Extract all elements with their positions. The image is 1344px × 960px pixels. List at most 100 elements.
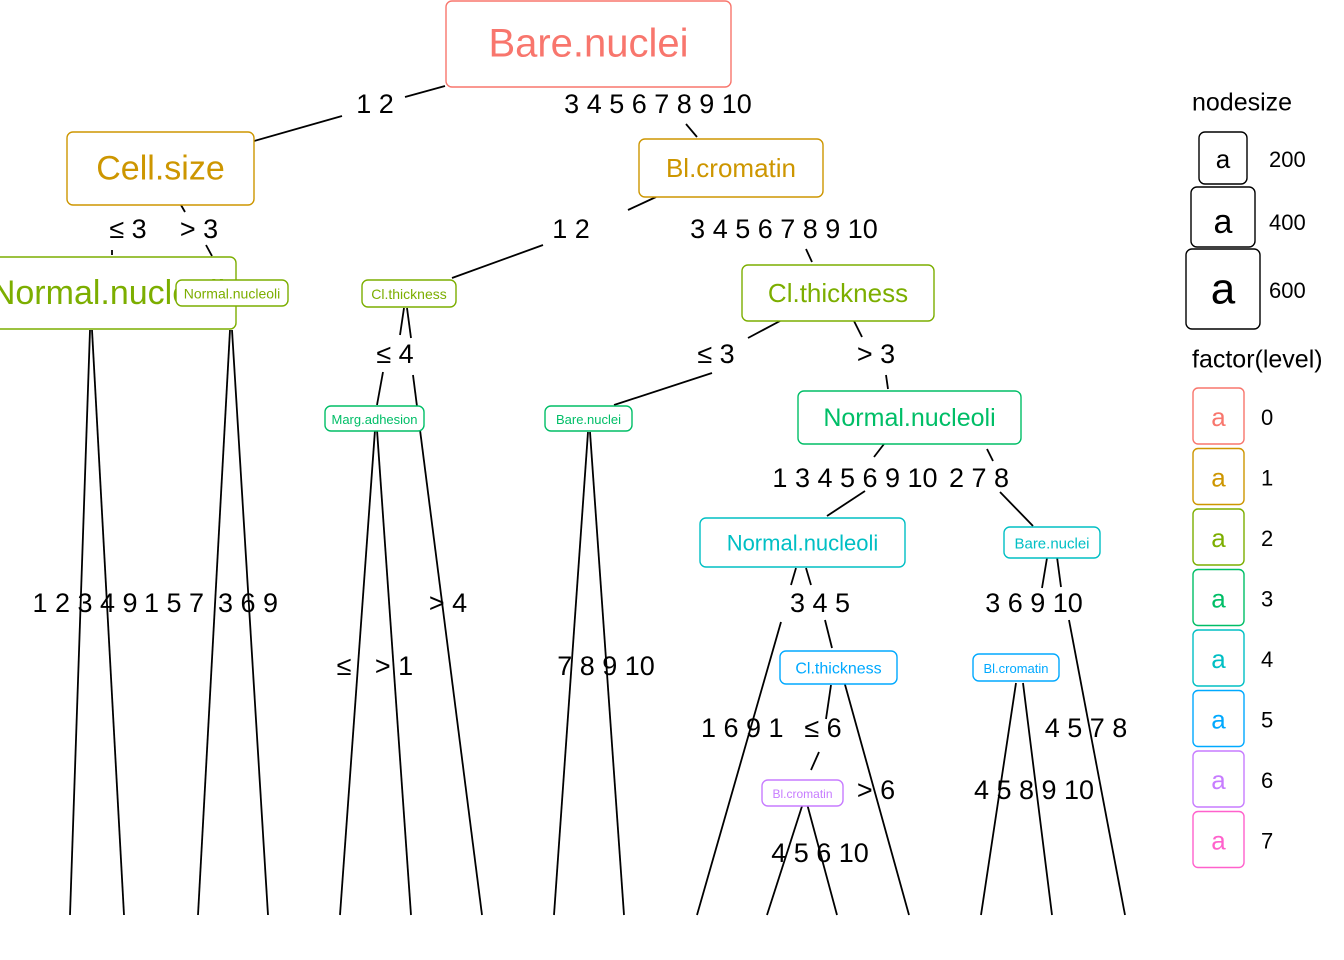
edge-label-23: 4 5 7 8 bbox=[1045, 713, 1128, 743]
legend-level-symbol: a bbox=[1211, 765, 1226, 795]
tree-edge-39 bbox=[1056, 556, 1062, 588]
tree-node-6: Cl.thickness bbox=[741, 264, 935, 322]
legend-nodesize-value: 600 bbox=[1269, 278, 1306, 303]
tree-edge-8 bbox=[805, 248, 813, 263]
legend-level-value: 4 bbox=[1261, 647, 1273, 672]
tree-node-5: Cl.thickness bbox=[361, 279, 457, 308]
tree-node-box bbox=[324, 405, 425, 432]
tree-node-12: Cl.thickness bbox=[779, 650, 898, 685]
tree-edge-12 bbox=[747, 320, 781, 339]
tree-edge-18 bbox=[986, 448, 994, 462]
tree-node-box bbox=[445, 0, 732, 88]
tree-edge-5 bbox=[205, 244, 213, 257]
tree-node-label: Cl.thickness bbox=[768, 278, 908, 308]
tree-node-label: Normal.nucleoli bbox=[823, 404, 995, 432]
tree-edge-0 bbox=[404, 85, 446, 98]
tree-node-box bbox=[741, 264, 935, 322]
legend-level-key bbox=[1192, 689, 1245, 748]
tree-node-10: Normal.nucleoli bbox=[699, 517, 906, 568]
edge-label-25: 4 5 8 9 10 bbox=[974, 775, 1094, 805]
edge-label-18: 3 4 5 bbox=[790, 588, 850, 618]
tree-edge-34 bbox=[843, 680, 910, 916]
edge-label-21: 1 bbox=[768, 713, 783, 743]
tree-node-label: Normal.nucleoli bbox=[184, 286, 280, 302]
legend-level-symbol: a bbox=[1211, 644, 1226, 674]
tree-node-box bbox=[761, 779, 844, 807]
tree-node-11: Bare.nuclei bbox=[1003, 526, 1101, 559]
tree-edge-2 bbox=[685, 123, 698, 138]
tree-edge-17 bbox=[826, 490, 866, 517]
edge-label-10: 2 7 8 bbox=[949, 463, 1009, 493]
tree-node-box bbox=[1003, 526, 1101, 559]
tree-edge-41 bbox=[1022, 682, 1053, 916]
legend-nodesize-item: a 600 bbox=[1185, 248, 1306, 330]
tree-edge-38 bbox=[1041, 557, 1048, 589]
tree-edge-20 bbox=[69, 329, 91, 916]
legend-nodesize-value: 400 bbox=[1269, 210, 1306, 235]
tree-node-13: Bl.cromatin bbox=[972, 653, 1060, 682]
tree-node-box bbox=[544, 405, 633, 432]
legend-level-key bbox=[1192, 568, 1245, 627]
tree-node-box bbox=[797, 390, 1022, 445]
tree-edge-24 bbox=[339, 429, 376, 916]
legend-level-value: 3 bbox=[1261, 586, 1273, 611]
edge-label-2: ≤ 3 bbox=[109, 214, 146, 244]
tree-node-7: Marg.adhesion bbox=[324, 405, 425, 432]
legend-nodesize-key bbox=[1198, 131, 1248, 185]
tree-edge-37 bbox=[805, 799, 838, 916]
legend-level-symbol: a bbox=[1211, 583, 1226, 613]
edge-label-8: > 3 bbox=[857, 339, 895, 369]
legend-level-key bbox=[1192, 387, 1245, 445]
tree-node-14: Bl.cromatin bbox=[761, 779, 844, 807]
tree-edge-25 bbox=[376, 429, 412, 916]
legend-nodesize-symbol: a bbox=[1211, 265, 1236, 314]
legend-level-value: 5 bbox=[1261, 707, 1273, 732]
edge-label-0: 1 2 bbox=[356, 89, 394, 119]
legend-level-symbol: a bbox=[1211, 402, 1226, 432]
edge-label-7: ≤ 3 bbox=[697, 339, 734, 369]
tree-node-label: Bare.nuclei bbox=[1014, 535, 1089, 552]
edge-label-15: ≤ bbox=[337, 651, 352, 681]
tree-edge-26 bbox=[412, 374, 483, 916]
tree-edge-28 bbox=[589, 431, 625, 916]
legend-level-key bbox=[1192, 447, 1245, 506]
legend-level-value: 1 bbox=[1261, 465, 1273, 490]
edge-label-5: 3 4 5 6 7 8 9 10 bbox=[690, 214, 878, 244]
edge-label-26: 4 5 6 10 bbox=[771, 838, 869, 868]
legend-nodesize-key bbox=[1185, 248, 1261, 330]
legend-level-value: 0 bbox=[1261, 405, 1273, 430]
tree-edge-31 bbox=[696, 621, 782, 916]
tree-node-box bbox=[66, 131, 255, 206]
tree-node-label: Cell.size bbox=[96, 149, 224, 187]
legend-nodesize-symbol: a bbox=[1216, 144, 1231, 174]
tree-edge-10 bbox=[406, 307, 412, 339]
legend-level-value: 6 bbox=[1261, 768, 1273, 793]
tree-edge-32 bbox=[824, 619, 833, 649]
tree-node-box bbox=[972, 653, 1060, 682]
legend-nodesize-value: 200 bbox=[1269, 147, 1306, 172]
tree-node-box bbox=[779, 650, 898, 685]
edge-label-14: > 4 bbox=[429, 588, 467, 618]
tree-edge-6 bbox=[627, 196, 657, 211]
tree-edge-35 bbox=[810, 751, 820, 771]
legend-level-key bbox=[1192, 810, 1245, 869]
tree-node-0: Bare.nuclei bbox=[445, 0, 732, 88]
tree-edge-4 bbox=[180, 204, 186, 213]
edge-label-3: > 3 bbox=[180, 214, 218, 244]
tree-node-label: Marg.adhesion bbox=[332, 412, 418, 427]
tree-edge-16 bbox=[873, 443, 885, 458]
legend-level-key bbox=[1192, 750, 1245, 808]
tree-node-label: Bl.cromatin bbox=[983, 661, 1048, 676]
tree-edge-13 bbox=[613, 372, 713, 406]
tree-node-8: Bare.nuclei bbox=[544, 405, 633, 432]
edge-label-12: 1 5 7 bbox=[144, 588, 204, 618]
legend-nodesize-item: a 200 bbox=[1198, 131, 1306, 185]
